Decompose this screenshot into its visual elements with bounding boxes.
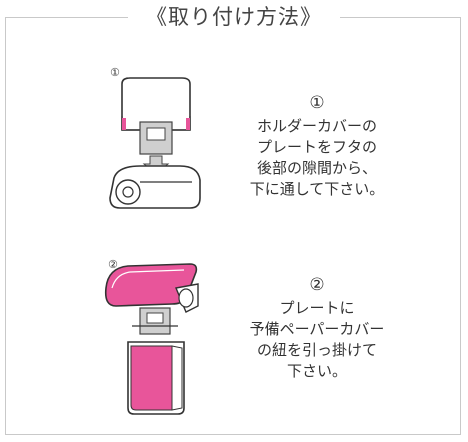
- step2-text: ② プレートに 予備ペーパーカバー の紐を引っ掛けて 下さい。: [232, 274, 402, 382]
- step1-illustration: [109, 77, 201, 209]
- step1-line: ホルダーカバーの: [256, 117, 377, 135]
- step2-line: の紐を引っ掛けて: [256, 341, 377, 359]
- step1-number: ①: [309, 93, 325, 113]
- step2-line: 予備ペーパーカバー: [249, 320, 385, 338]
- step1-text: ① ホルダーカバーの プレートをフタの 後部の隙間から、 下に通して下さい。: [232, 92, 402, 200]
- step1-line: プレートをフタの: [256, 138, 377, 156]
- step2-line: プレートに: [279, 299, 355, 317]
- step2-illustration: [104, 263, 199, 415]
- step2-badge: ②: [108, 258, 118, 271]
- step1-line: 下に通して下さい。: [249, 180, 385, 198]
- step1-line: 後部の隙間から、: [256, 159, 377, 177]
- step1-badge: ①: [110, 66, 120, 79]
- step2-number: ②: [309, 275, 325, 295]
- page-title: 《取り付け方法》: [128, 4, 340, 30]
- step2-line: 下さい。: [286, 362, 347, 380]
